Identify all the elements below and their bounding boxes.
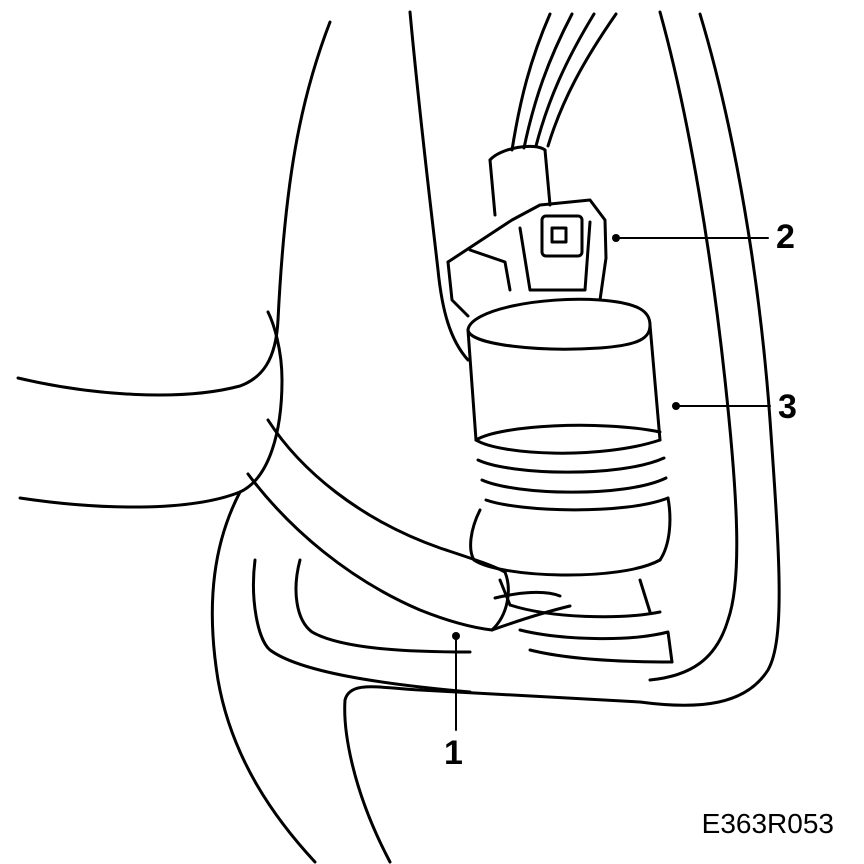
leader-dot-1 [452, 632, 460, 640]
leader-dot-2 [612, 234, 620, 242]
callout-label-3: 3 [778, 388, 797, 426]
tank-wall [251, 10, 781, 864]
callout-label-2: 2 [776, 218, 795, 256]
electrical-connector [446, 144, 608, 318]
pump-body [466, 297, 674, 664]
wiring-harness [510, 12, 618, 152]
hose [246, 418, 572, 632]
leader-dot-3 [672, 402, 680, 410]
leader-lines [455, 237, 771, 731]
body-panel [16, 10, 470, 864]
figure-reference-code: E363R053 [701, 808, 834, 839]
leader-dots [452, 234, 680, 640]
callout-label-1: 1 [444, 734, 463, 772]
